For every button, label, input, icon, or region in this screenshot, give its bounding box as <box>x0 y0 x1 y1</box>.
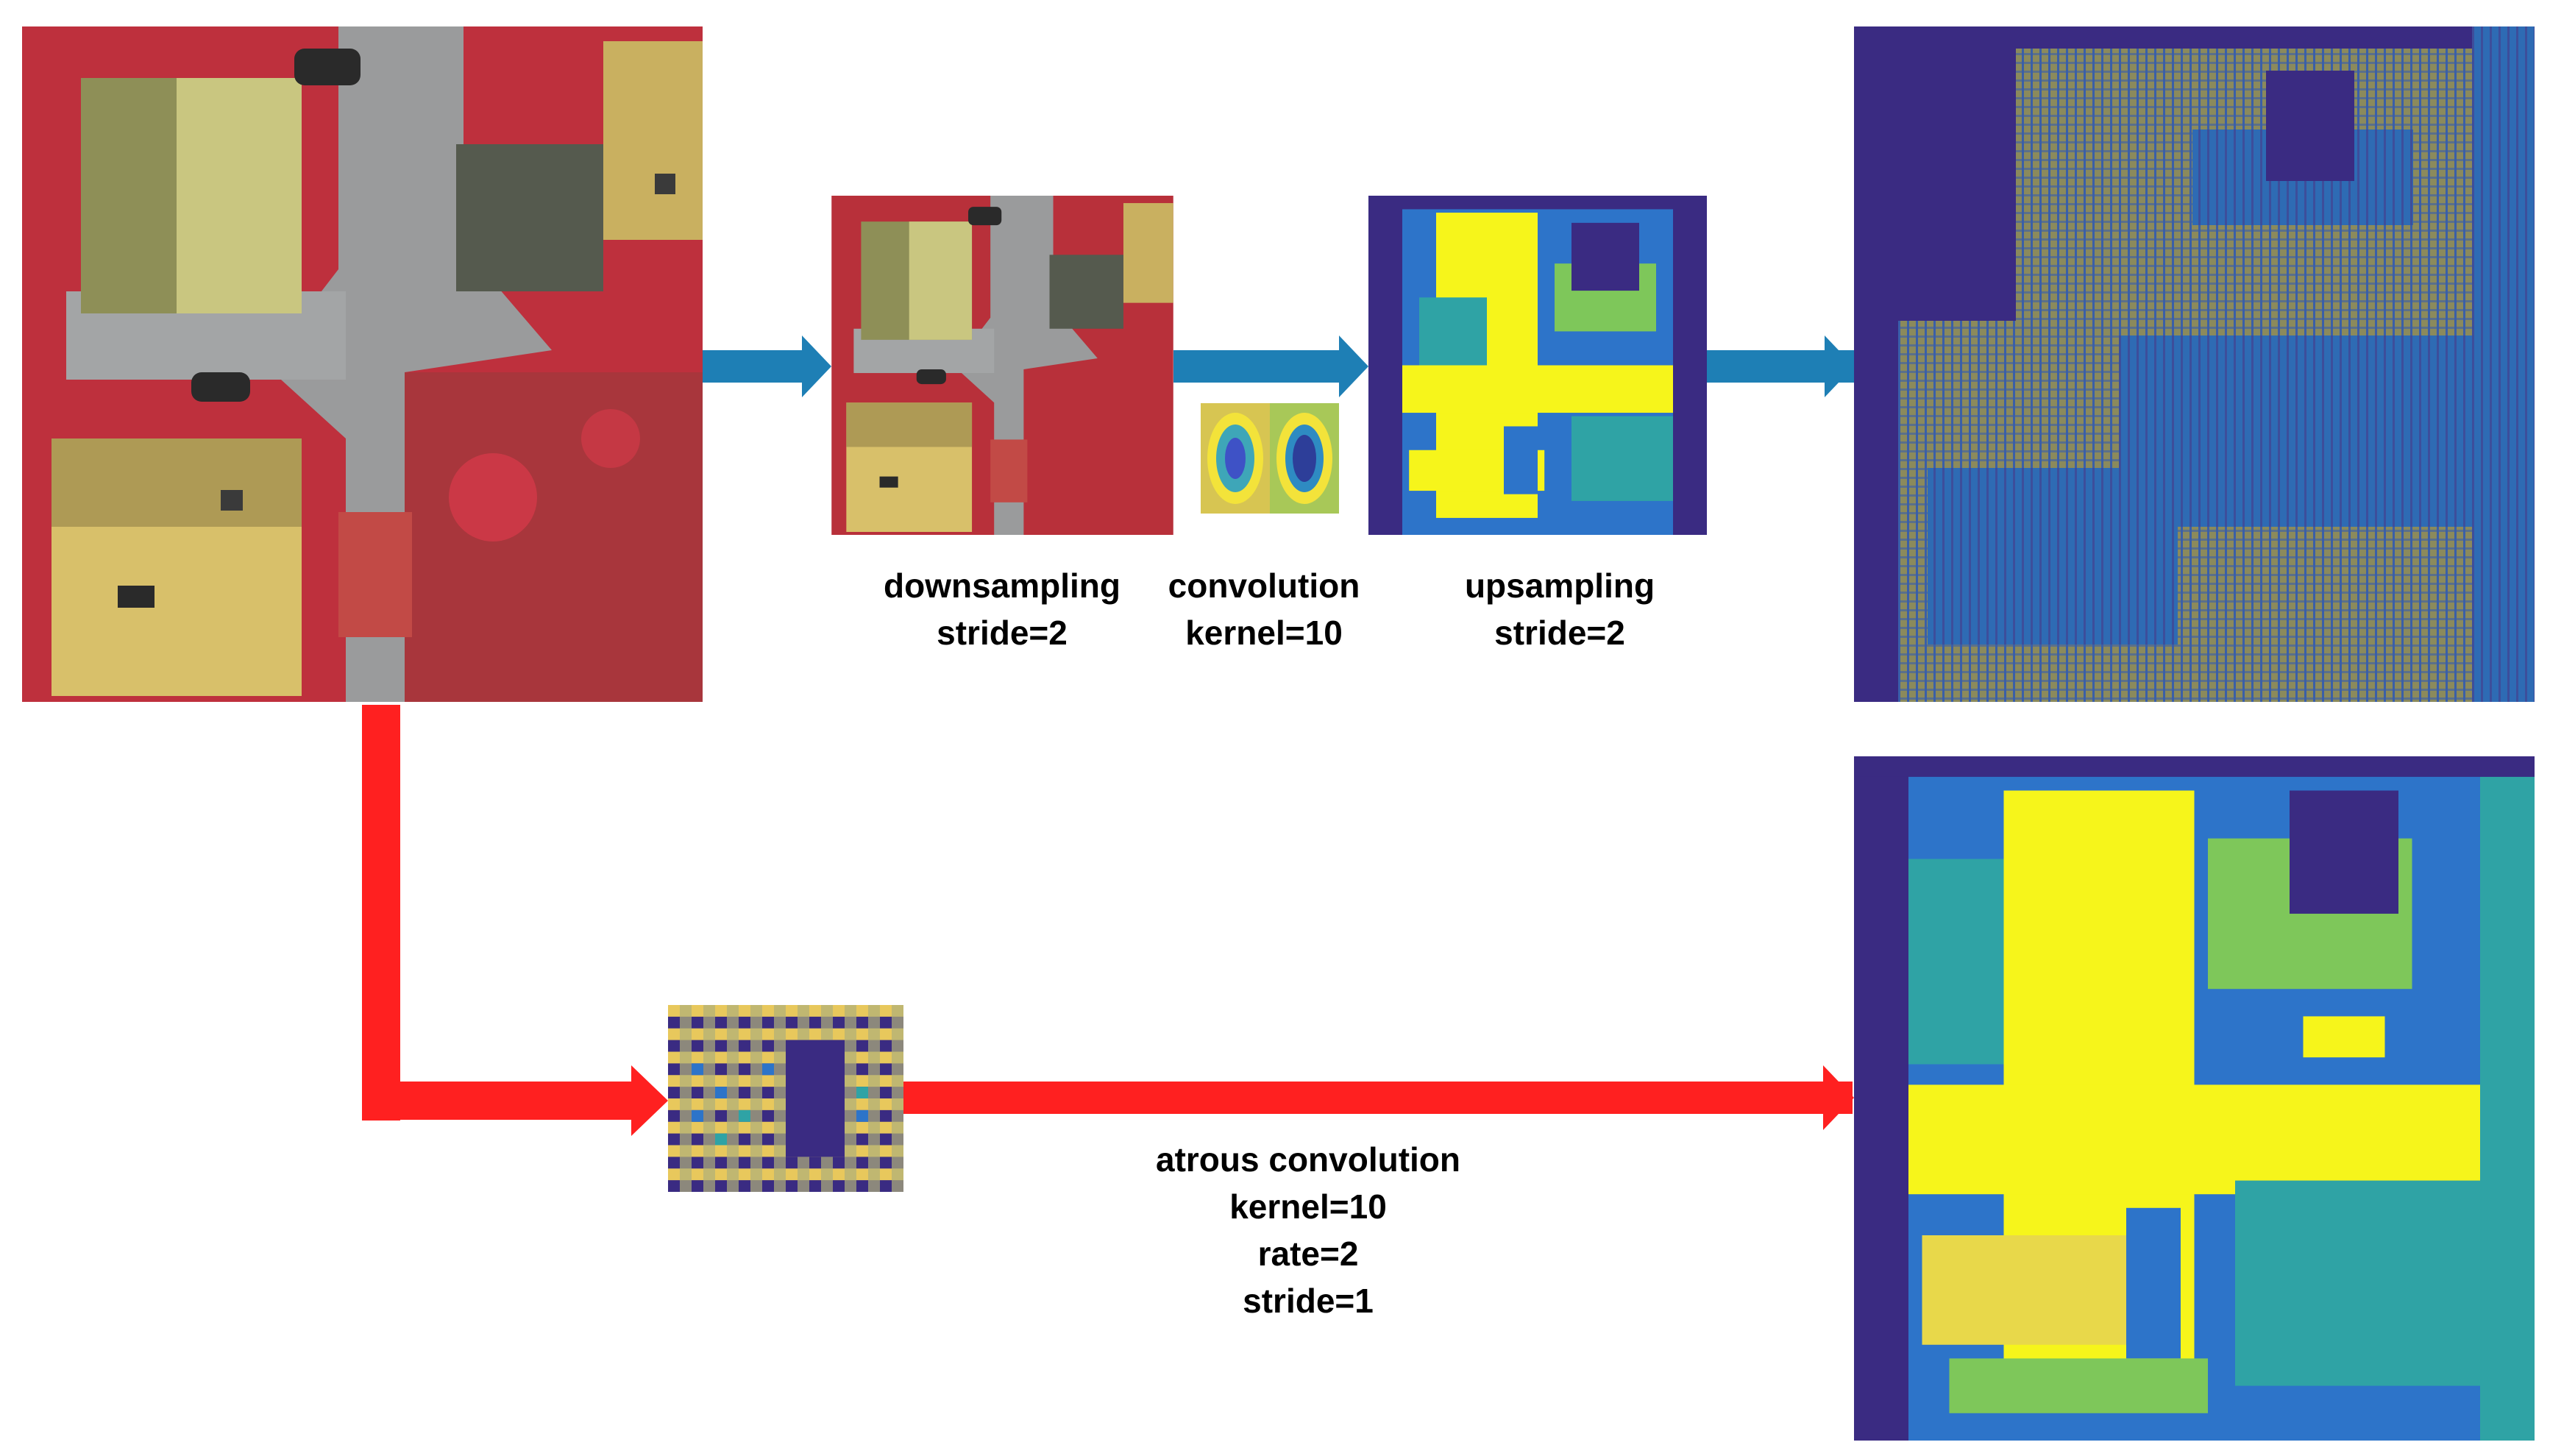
input-aerial-image <box>22 26 703 702</box>
downsampling-title: downsampling <box>884 567 1120 605</box>
atrous-stride: stride=1 <box>1243 1282 1374 1320</box>
atrous-kernel-heatmap <box>668 1005 903 1192</box>
atrous-title: atrous convolution <box>1156 1140 1460 1179</box>
downsampled-aerial-image <box>831 196 1173 535</box>
blue-arrow-input-to-downsampled <box>703 335 831 397</box>
downsampling-stride: stride=2 <box>937 614 1068 652</box>
convolution-kernel-heatmap <box>1201 403 1339 514</box>
atrous-label: atrous convolution kernel=10 rate=2 stri… <box>1139 1136 1477 1324</box>
atrous-rate: rate=2 <box>1257 1235 1359 1273</box>
output-map-atrous <box>1854 756 2535 1441</box>
red-arrow-input-to-atrous-kernel <box>362 705 668 1136</box>
output-map-upsampled <box>1854 26 2535 702</box>
convolution-title: convolution <box>1168 567 1360 605</box>
atrous-kernel: kernel=10 <box>1229 1187 1387 1226</box>
downsampling-label: downsampling stride=2 <box>848 562 1157 656</box>
upsampling-title: upsampling <box>1464 567 1655 605</box>
convolution-label: convolution kernel=10 <box>1109 562 1418 656</box>
red-arrow-atrous-to-output <box>903 1065 1854 1130</box>
upsampling-label: upsampling stride=2 <box>1405 562 1714 656</box>
blue-arrow-downsampled-to-upsampled <box>1173 335 1368 397</box>
blue-arrow-upsampled-to-output <box>1707 335 1854 397</box>
upsampling-stride: stride=2 <box>1494 614 1625 652</box>
convolution-kernel: kernel=10 <box>1185 614 1343 652</box>
upsampled-feature-map <box>1368 196 1707 535</box>
